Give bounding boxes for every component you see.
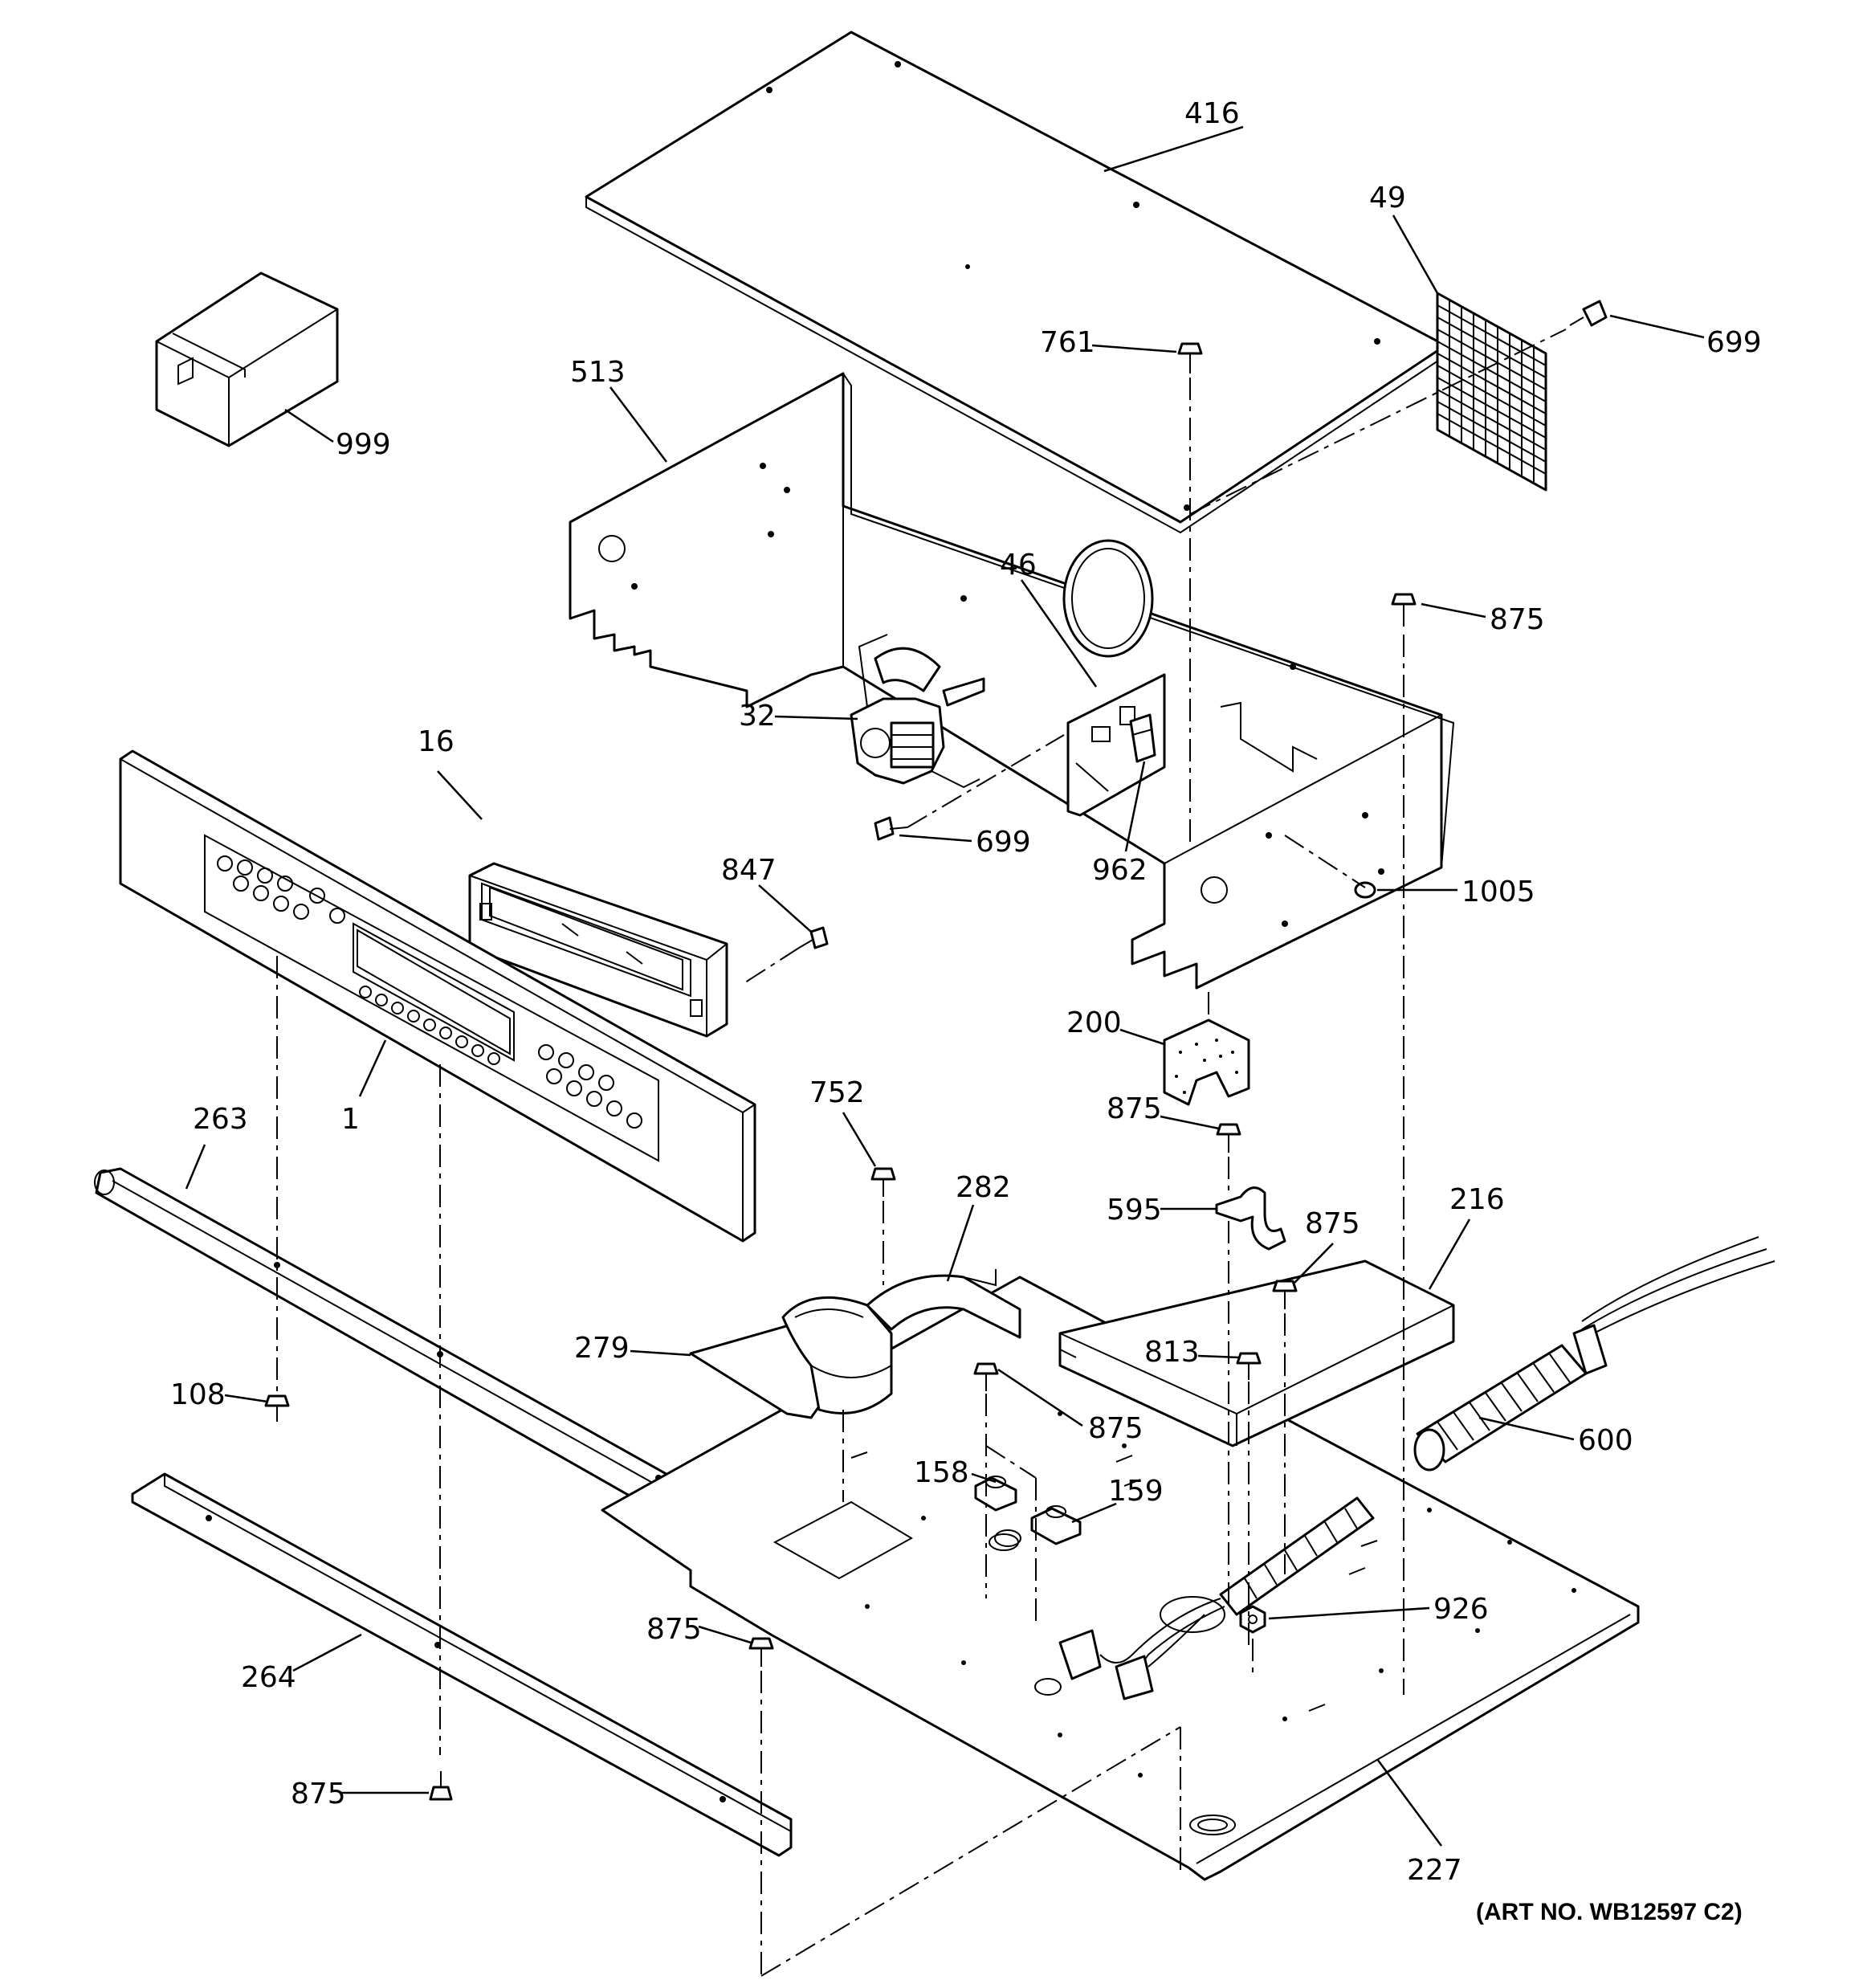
part-600-wire-harness [1058,1236,1775,1700]
label-999: 999 [336,428,391,461]
label-875-upper-right: 875 [1305,1207,1360,1240]
leader-lines [185,125,1705,1847]
label-752: 752 [809,1076,865,1109]
alignment-lines [276,329,1567,1977]
part-595-clamp [1215,1186,1286,1251]
part-999-box [155,271,339,447]
part-962-standoff [1129,713,1156,763]
label-1: 1 [341,1103,360,1136]
label-513: 513 [570,356,626,389]
label-875-right: 875 [1490,603,1545,636]
screw-875-right [1391,593,1417,627]
screw-875-lower [748,1637,774,1667]
screw-875-lower-mid [973,1362,999,1391]
label-108: 108 [170,1378,226,1411]
label-699-mid: 699 [976,826,1031,859]
part-513-vent-housing [569,372,1455,990]
label-813: 813 [1144,1336,1200,1369]
label-875-lower: 875 [646,1613,702,1646]
screw-699-mid [874,816,908,841]
part-1-control-panel [119,749,756,1243]
screw-699-top [1569,300,1608,327]
screw-813 [1236,1352,1262,1380]
part-279-duct [689,1296,893,1419]
part-264-lower-rail [131,1472,793,1857]
label-46: 46 [1000,549,1037,582]
label-761: 761 [1040,326,1095,359]
label-32: 32 [739,700,776,733]
screw-875-center [1216,1123,1241,1153]
part-926-nut [1239,1605,1266,1634]
label-263: 263 [193,1103,248,1136]
part-282-tube [866,1269,1021,1339]
part-159-thermostat [1030,1505,1082,1545]
label-216: 216 [1449,1183,1505,1216]
label-600: 600 [1578,1424,1633,1457]
label-227: 227 [1407,1854,1462,1887]
part-labels: 416 49 699 761 513 999 46 875 32 16 699 … [170,97,1762,1887]
screw-1005 [1354,881,1376,899]
label-875-bottom: 875 [291,1778,346,1810]
art-number: (ART NO. WB12597 C2) [1476,1899,1743,1925]
label-926: 926 [1433,1593,1489,1626]
screw-761 [1177,342,1203,374]
part-49-mesh-screen [1436,292,1547,492]
screw-752 [870,1167,896,1197]
screw-108 [264,1394,290,1422]
label-279: 279 [574,1332,630,1365]
screw-847 [798,926,829,949]
label-49: 49 [1369,182,1406,214]
label-595: 595 [1107,1194,1162,1227]
label-16: 16 [418,725,455,758]
label-847: 847 [721,854,777,887]
screw-875-upper-right [1272,1280,1298,1309]
label-699-top: 699 [1706,326,1762,359]
part-32-motor [850,634,985,789]
part-227-base-panel [601,1276,1640,1881]
label-200: 200 [1066,1006,1122,1039]
label-416: 416 [1184,97,1240,130]
label-282: 282 [956,1171,1011,1204]
label-1005: 1005 [1461,876,1535,908]
label-264: 264 [241,1661,296,1694]
part-16-control-module [468,862,728,1038]
label-875-lower-mid: 875 [1088,1412,1143,1445]
label-159: 159 [1108,1475,1164,1508]
part-200-insulation [1163,1018,1250,1106]
label-875-center: 875 [1107,1092,1162,1125]
screw-875-bottom [429,1771,453,1801]
label-158: 158 [914,1456,969,1489]
label-962: 962 [1092,854,1148,887]
